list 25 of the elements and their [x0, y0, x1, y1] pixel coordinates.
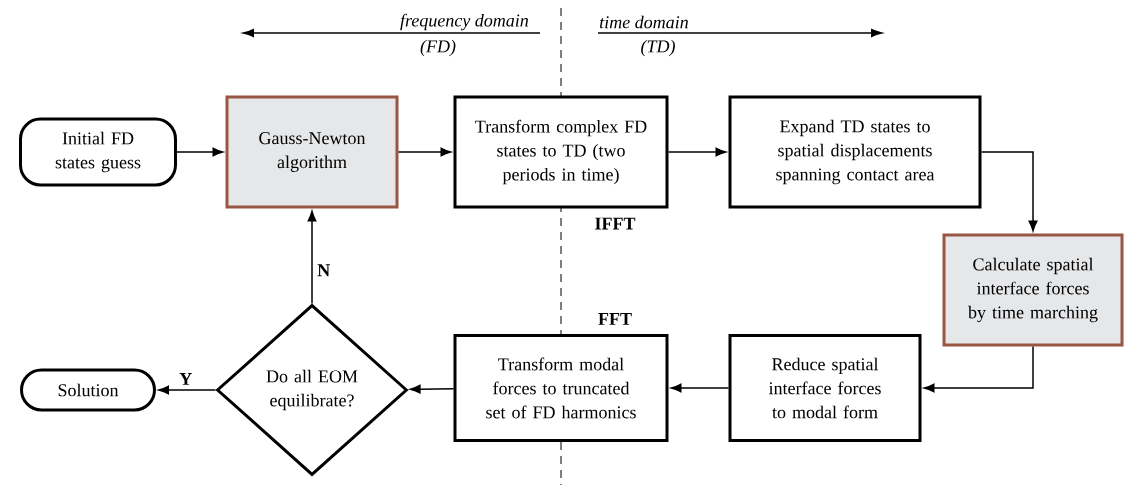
transform-label: IFFT — [595, 217, 636, 230]
arrow — [667, 147, 727, 157]
process-box: Transform complex FD states to TD (two periods in time) — [453, 95, 669, 209]
domain-label: time domain — [600, 15, 688, 29]
process-box: Gauss-Newton algorithm — [225, 95, 399, 209]
domain-label: (TD) — [641, 39, 675, 57]
process-box: Calculate spatial interface forces by time marching — [942, 233, 1124, 347]
arrow — [307, 210, 317, 305]
arrow — [397, 147, 452, 157]
arrow — [409, 384, 455, 394]
terminal-box: Initial FD states guess — [19, 117, 177, 187]
arrow — [923, 345, 1034, 393]
terminal-box: Solution — [20, 368, 156, 412]
arrow — [158, 385, 217, 395]
process-box: Expand TD states to spatial displacements spanning contact area — [728, 95, 982, 209]
edge-label: N — [316, 263, 332, 278]
arrow — [176, 147, 224, 157]
domain-label: frequency domain — [400, 13, 529, 31]
edge-label: Y — [178, 372, 194, 386]
arrow — [980, 151, 1038, 232]
process-box: Transform modal forces to truncated set of FD harmonics — [453, 334, 669, 442]
process-box: Reduce spatial interface forces to modal form — [728, 334, 922, 442]
transform-label: FFT — [598, 313, 632, 325]
domain-label: (FD) — [420, 39, 456, 57]
arrow — [670, 383, 730, 393]
